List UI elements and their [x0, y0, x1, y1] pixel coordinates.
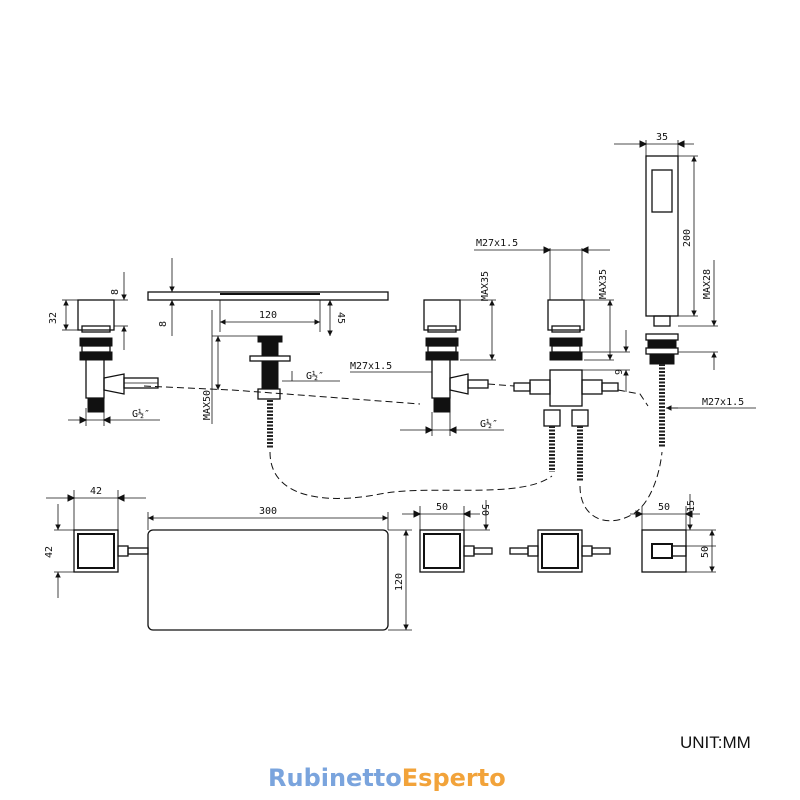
dim-handshower-top-depth: 15: [686, 500, 697, 512]
dim-left-valve-cap: 8: [110, 289, 121, 295]
dim-spout-thread: G½″: [306, 370, 324, 382]
dim-middle-valve-thread: G½″: [480, 418, 498, 430]
unit-label: UNIT:MM: [680, 733, 751, 752]
dim-spout-drop: 45: [335, 312, 346, 324]
diverter-top: [509, 529, 611, 573]
dim-spout-width: 120: [394, 573, 405, 591]
handshower-top: [641, 529, 687, 573]
dim-handshower-max: MAX28: [702, 269, 713, 299]
dim-handshower-width: 35: [656, 132, 668, 143]
middle-valve-side: [423, 299, 489, 413]
dim-left-valve-height: 32: [48, 312, 59, 324]
dim-spout-depth: 120: [259, 310, 277, 321]
diverter-side: [513, 299, 619, 427]
left-valve-side: [77, 299, 159, 413]
handshower-side: [645, 155, 679, 365]
dim-diverter-m27-top: M27x1.5: [476, 238, 518, 249]
dim-spout-length: 300: [259, 506, 277, 517]
brand-part-2: Esperto: [401, 764, 506, 792]
spout-top: [147, 529, 389, 631]
dim-handshower-thread: M27x1.5: [702, 397, 744, 408]
dim-middle-valve-top-height: 50: [479, 504, 490, 516]
dim-middle-valve-m27: M27x1.5: [350, 361, 392, 372]
dim-spout-thickness: 8: [158, 321, 169, 327]
dim-diverter-max: MAX35: [598, 269, 609, 299]
dim-middle-valve-max: MAX35: [480, 271, 491, 301]
dim-spout-max: MAX50: [202, 390, 213, 420]
dim-left-valve-thread: G½″: [132, 408, 150, 420]
dim-handshower-top-height: 50: [700, 546, 711, 558]
dim-handshower-top-width: 50: [658, 502, 670, 513]
hoses: [143, 364, 665, 522]
brand-part-1: Rubinetto: [268, 764, 402, 792]
spout-side: [147, 291, 389, 400]
dim-diverter-offset: 9: [614, 369, 625, 375]
dim-middle-valve-top-width: 50: [436, 502, 448, 513]
dim-left-valve-top-height: 42: [44, 546, 55, 558]
middle-valve-top: [419, 529, 493, 573]
dim-left-valve-top-width: 42: [90, 486, 102, 497]
dim-handshower-length: 200: [682, 229, 693, 247]
left-valve-top: [73, 529, 149, 573]
brand-watermark: RubinettoEsperto: [268, 764, 506, 792]
